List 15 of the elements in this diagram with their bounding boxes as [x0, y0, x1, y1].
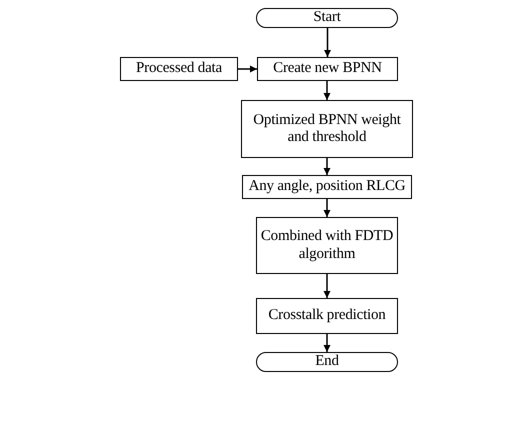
terminal-box: End — [256, 352, 398, 372]
process-box: Crosstalk prediction — [256, 298, 398, 334]
process-box: Combined with FDTD algorithm — [256, 217, 398, 274]
arrow — [324, 334, 330, 352]
process-box: Optimized BPNN weight and threshold — [241, 100, 413, 158]
arrow — [324, 158, 330, 175]
arrow — [324, 81, 330, 100]
process-box: Any angle, position RLCG — [242, 175, 412, 199]
terminal-box: Start — [256, 8, 398, 28]
arrow — [324, 28, 331, 57]
arrow — [324, 199, 330, 217]
process-box: Processed data — [120, 57, 238, 81]
arrow — [324, 274, 330, 298]
process-box: Create new BPNN — [257, 57, 398, 81]
arrow — [238, 66, 257, 72]
